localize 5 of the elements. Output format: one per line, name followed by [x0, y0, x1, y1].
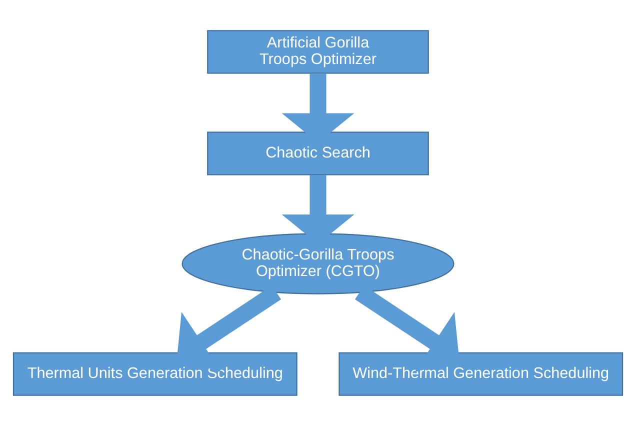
node-box: Thermal Units Generation Scheduling — [12, 352, 298, 396]
node-box: Wind-Thermal Generation Scheduling — [338, 352, 624, 396]
node-ellipse: Chaotic-Gorilla Troops Optimizer (CGTO) — [182, 232, 454, 294]
node-box: Artificial Gorilla Troops Optimizer — [207, 30, 429, 74]
node-box: Chaotic Search — [207, 131, 429, 175]
